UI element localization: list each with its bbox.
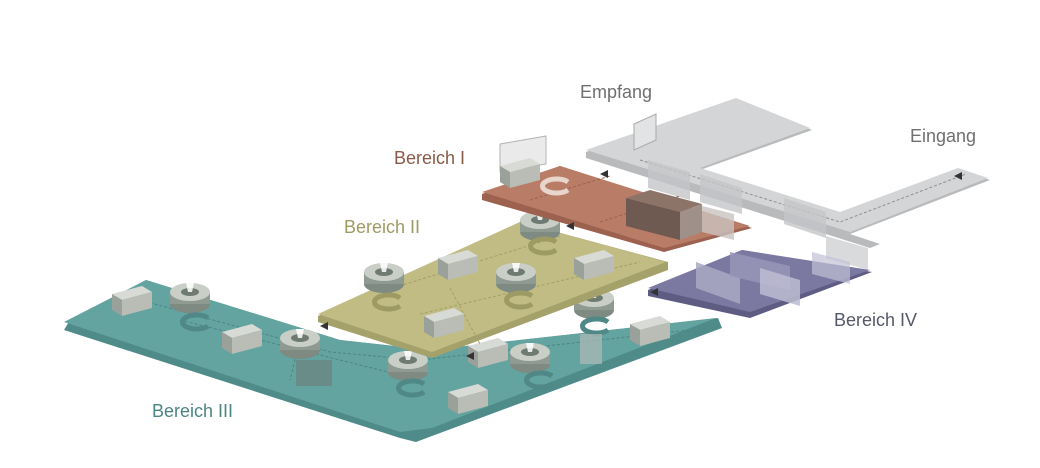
bereich-4-platform bbox=[648, 250, 872, 318]
label-empfang: Empfang bbox=[580, 82, 653, 102]
label-bereich-4: Bereich IV bbox=[834, 310, 918, 330]
bereich-2-platform bbox=[318, 211, 668, 358]
empfang-area bbox=[586, 98, 990, 270]
label-bereich-1: Bereich I bbox=[394, 148, 466, 168]
bereich-3-platform bbox=[64, 280, 722, 442]
label-eingang: Eingang bbox=[910, 126, 977, 146]
label-bereich-2: Bereich II bbox=[344, 217, 421, 237]
direction-markers bbox=[320, 170, 962, 360]
label-bereich-3: Bereich III bbox=[152, 401, 234, 421]
bereich-1-platform bbox=[482, 135, 752, 252]
